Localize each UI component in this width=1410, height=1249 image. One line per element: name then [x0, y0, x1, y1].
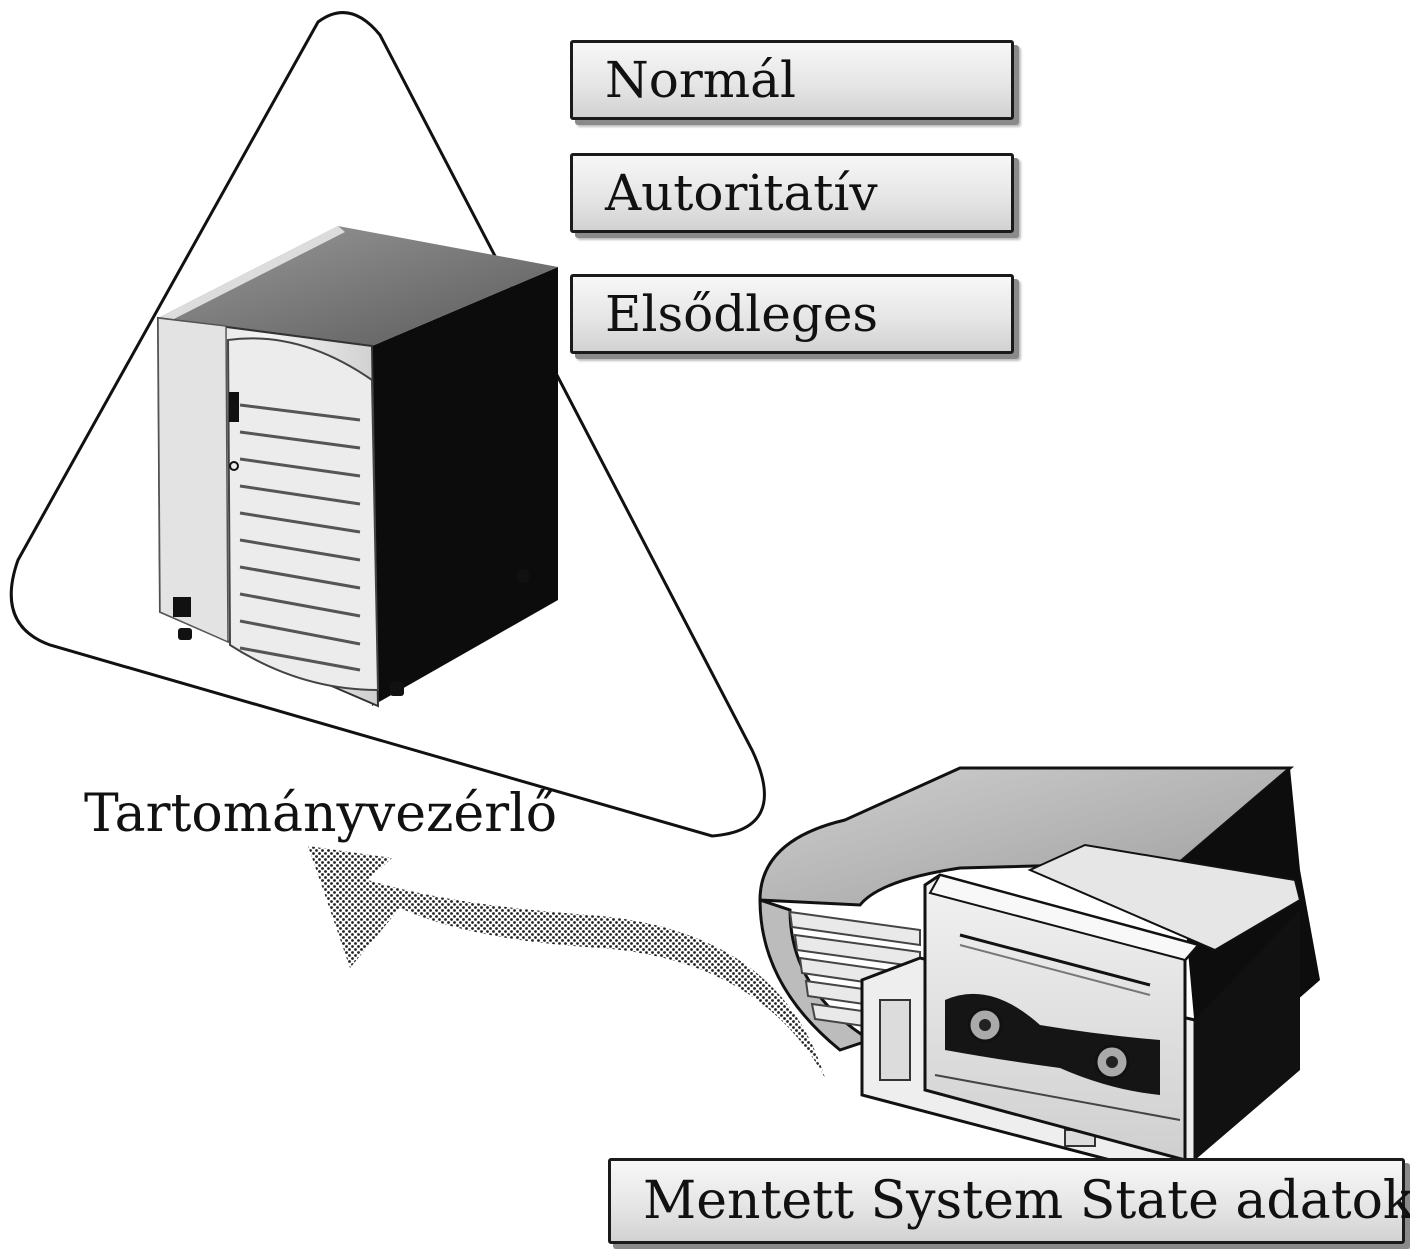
restore-mode-primary-label: Elsődleges [605, 285, 879, 343]
restore-mode-normal-label: Normál [605, 51, 796, 109]
restore-mode-primary: Elsődleges [570, 274, 1014, 354]
backup-data-box: Mentett System State adatok [608, 1158, 1410, 1244]
backup-data-label: Mentett System State adatok [643, 1171, 1410, 1231]
tape-cartridge-icon [860, 873, 1300, 1162]
restore-mode-authoritative: Autoritatív [570, 153, 1014, 233]
triangle-outline [9, 11, 766, 838]
server-tower-icon [156, 226, 558, 708]
restore-mode-normal: Normál [570, 40, 1014, 120]
domain-controller-label: Tartományvezérlő [84, 784, 558, 844]
restore-arrow-icon [308, 846, 825, 1078]
restore-mode-authoritative-label: Autoritatív [605, 164, 878, 222]
